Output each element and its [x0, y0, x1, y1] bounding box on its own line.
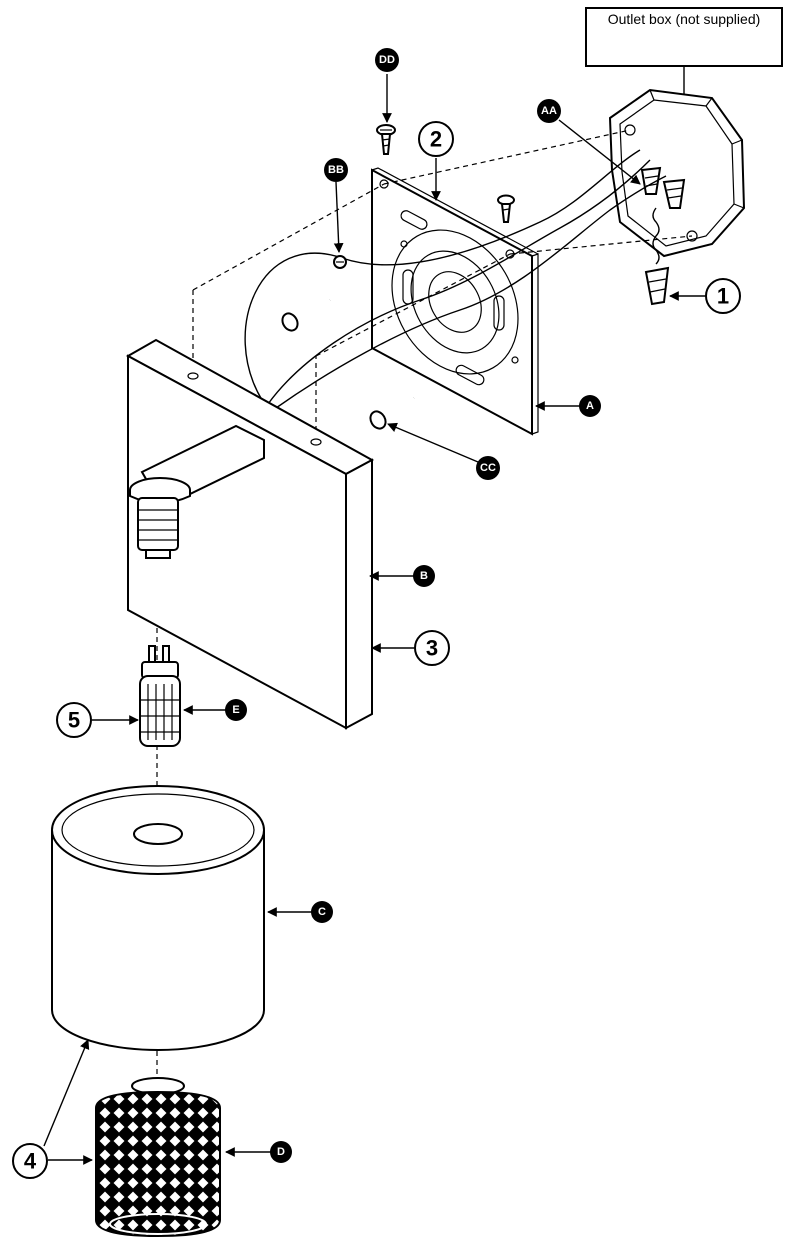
step-5-label: 5 [68, 708, 80, 733]
badge-b-label: B [420, 570, 428, 582]
badge-bb-label: BB [328, 164, 344, 176]
badge-c: C [311, 901, 333, 923]
step-5: 5 [56, 702, 92, 738]
ground-wire [652, 207, 660, 265]
step-2-label: 2 [430, 127, 442, 152]
step-1-label: 1 [717, 284, 729, 309]
badge-e-label: E [232, 704, 239, 716]
led-bulb [139, 645, 181, 747]
drum-shade [51, 785, 265, 1051]
step-4: 4 [12, 1143, 48, 1179]
badge-cc-label: CC [480, 462, 496, 474]
badge-aa: AA [537, 99, 561, 123]
badge-d-label: D [277, 1146, 285, 1158]
badge-c-label: C [318, 906, 326, 918]
supply-wires [244, 149, 667, 409]
badge-dd: DD [375, 48, 399, 72]
step-1: 1 [705, 278, 741, 314]
step-3-label: 3 [426, 636, 438, 661]
step-4-label: 4 [24, 1149, 37, 1174]
mounting-plate [371, 167, 539, 436]
wall-backplate [125, 338, 375, 730]
badge-cc: CC [476, 456, 500, 480]
callout-box [585, 7, 783, 67]
badge-dd-label: DD [379, 54, 395, 66]
screw-bb [333, 255, 347, 269]
step-2: 2 [418, 121, 454, 157]
badge-d: D [270, 1141, 292, 1163]
leader-arrows [43, 74, 706, 1165]
badge-aa-label: AA [541, 105, 557, 117]
badge-e: E [225, 699, 247, 721]
outlet-box-callout: Outlet box (not supplied) [585, 7, 783, 109]
screw-small [497, 194, 515, 223]
screw-dd [376, 124, 396, 155]
badge-bb: BB [324, 158, 348, 182]
screw-long-upper [281, 297, 332, 332]
wire-nut-pair [640, 166, 686, 209]
outlet-box [608, 88, 746, 258]
badge-a-label: A [586, 400, 594, 412]
badge-a: A [579, 395, 601, 417]
outlet-box-label: Outlet box (not supplied) [608, 11, 761, 27]
screw-cc [369, 395, 416, 430]
wire-nut-loose [644, 266, 670, 306]
mesh-diffuser [95, 1077, 221, 1238]
lamp-socket [137, 497, 179, 559]
badge-b: B [413, 565, 435, 587]
step-3: 3 [414, 630, 450, 666]
